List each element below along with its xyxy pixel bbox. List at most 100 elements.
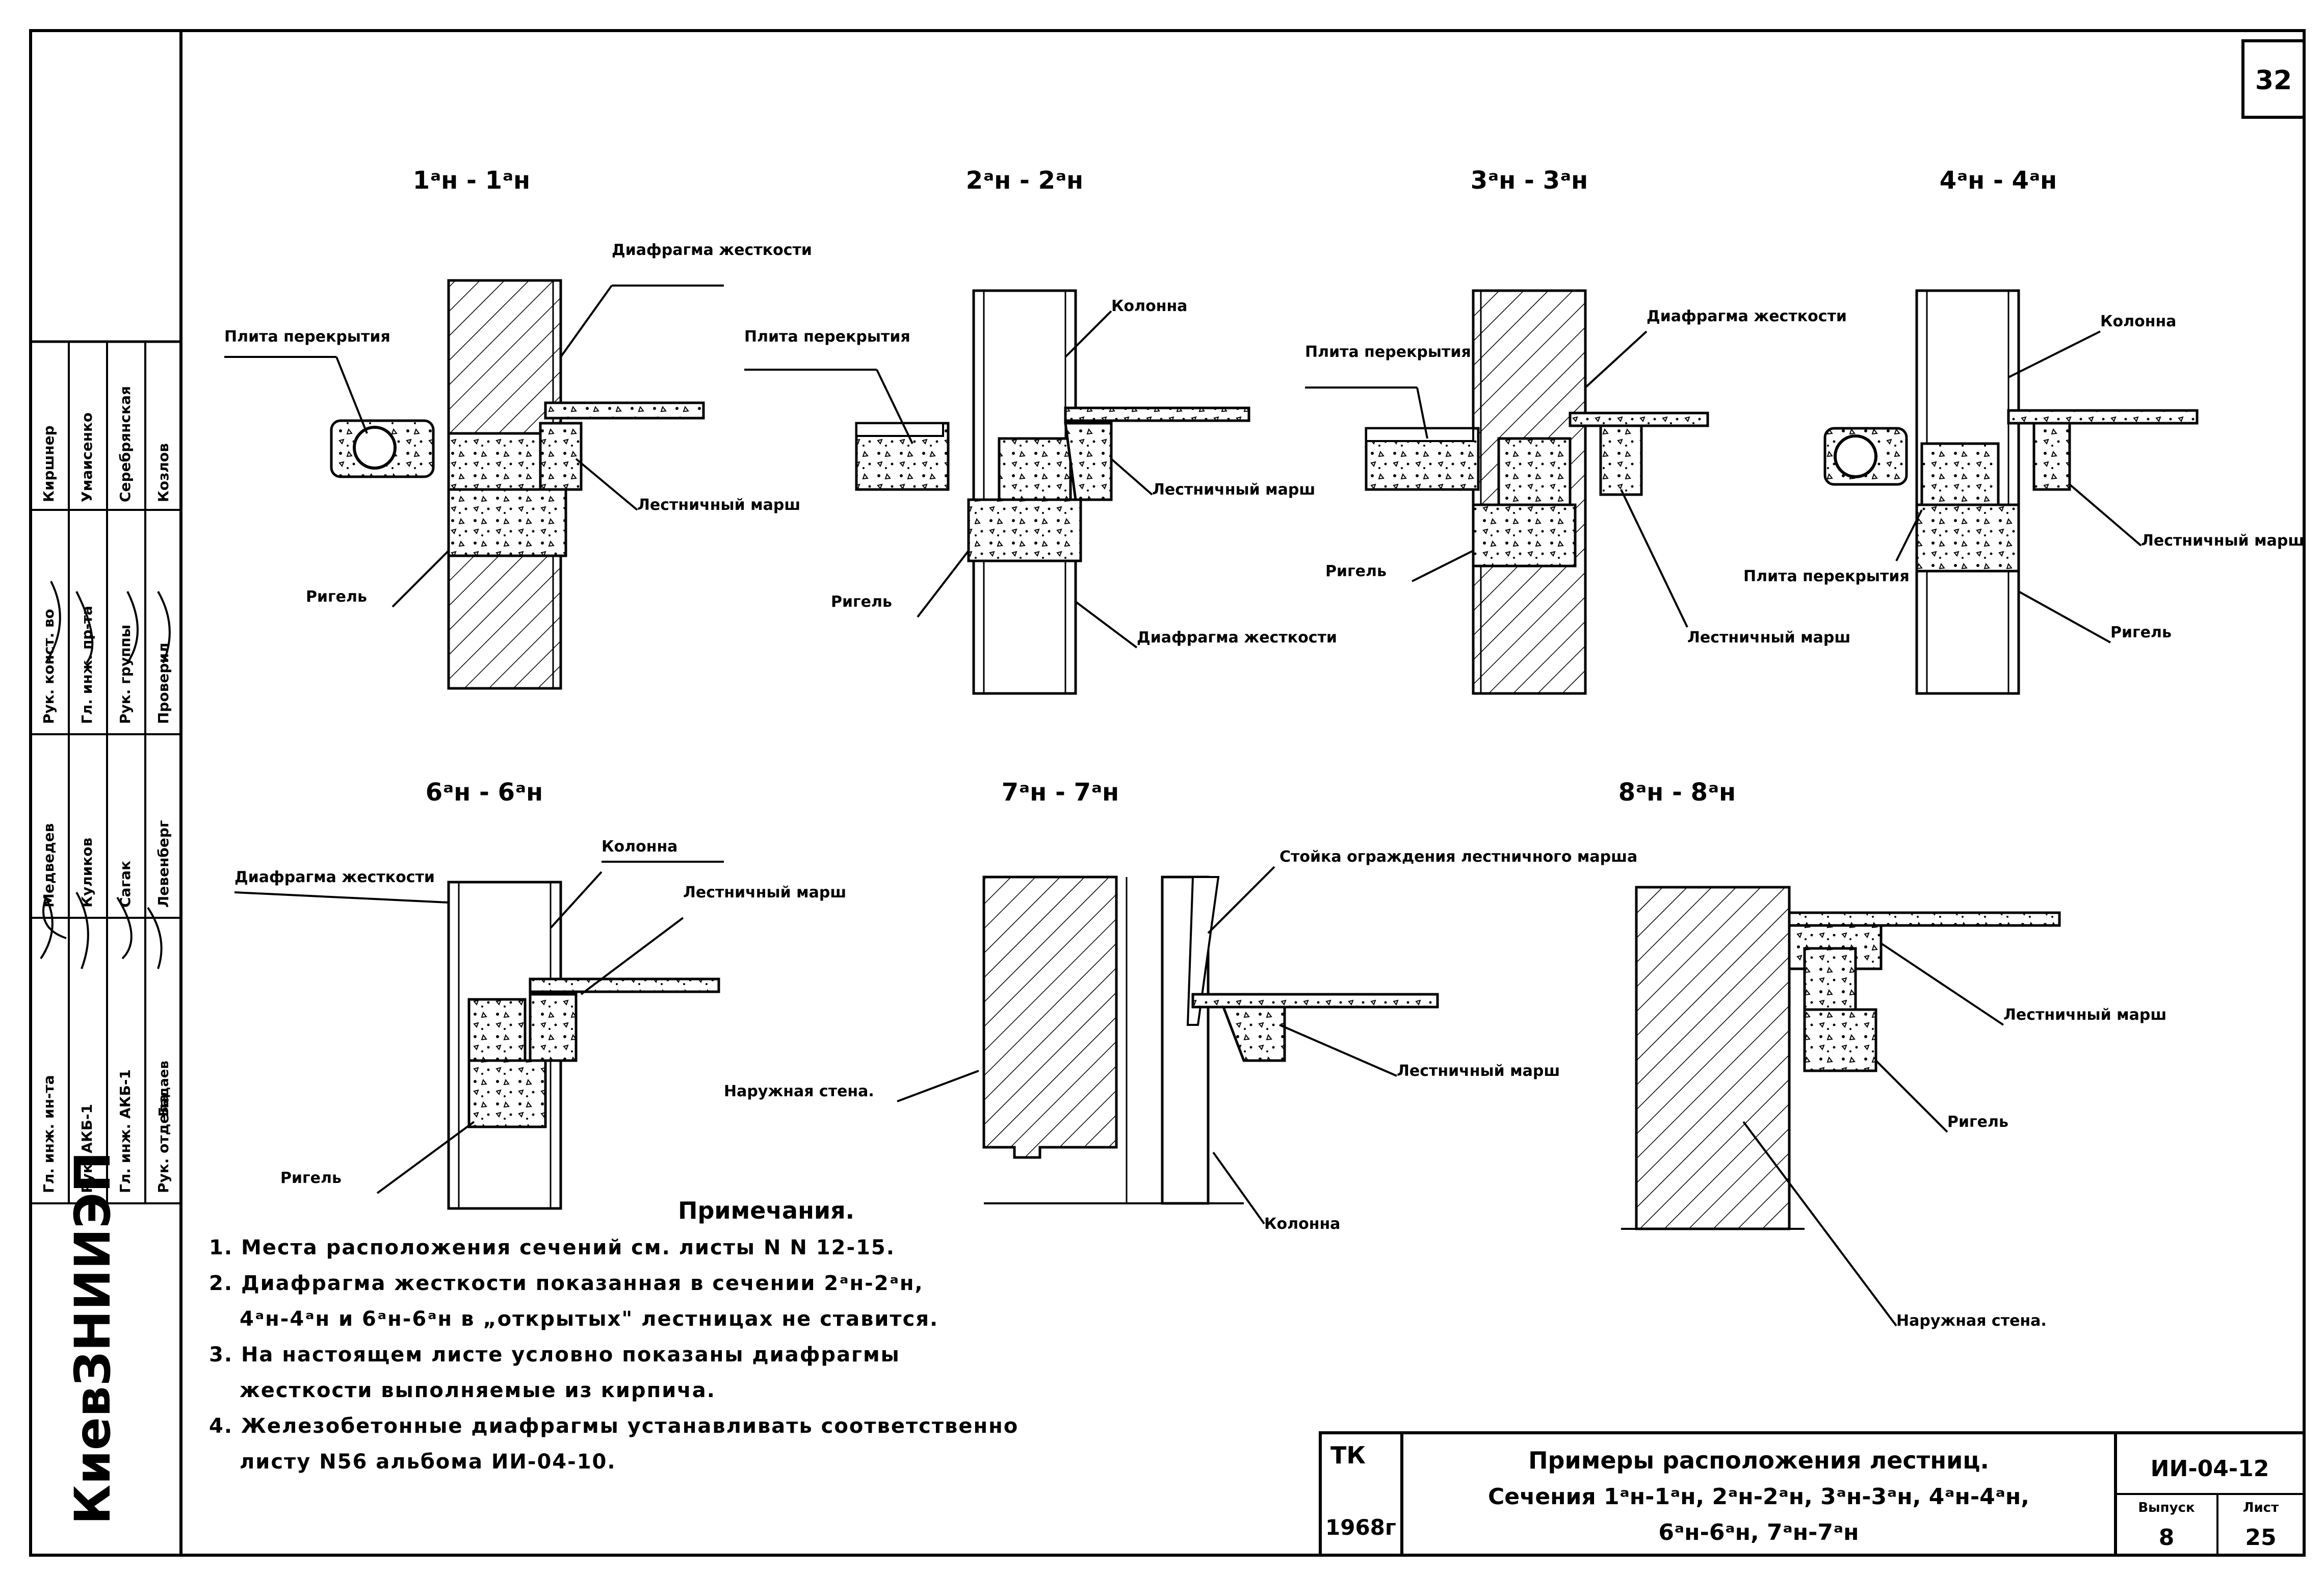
sheet-number-box: 32: [2241, 39, 2306, 119]
section-6-label-flight: Лестничный марш: [683, 884, 846, 901]
section-7-flight: [1221, 1006, 1286, 1062]
section-1-label-beam: Ригель: [306, 588, 367, 606]
section-1-title: 1ᵃн - 1ᵃн: [413, 166, 530, 195]
section-8: 8ᵃн - 8ᵃн Лестничный марш Ригель Наружна…: [1618, 778, 2166, 1330]
stamp-name-2: Куликов: [79, 838, 95, 908]
section-8-label-outer-wall: Наружная стена.: [1896, 1312, 2047, 1330]
section-7-label-column: Колонна: [1264, 1215, 1340, 1233]
title-sheet-label: Лист: [2243, 1500, 2279, 1515]
section-4-title: 4ᵃн - 4ᵃн: [1940, 166, 2057, 195]
stamp-role-9: Проверил: [155, 642, 172, 724]
section-4-label-beam: Ригель: [2110, 624, 2172, 641]
section-3-beam: [1472, 503, 1577, 568]
title-block: ТК 1968г Примеры расположения лестниц. С…: [1319, 1431, 2306, 1557]
stamp-name-6: Киршнер: [40, 425, 57, 502]
section-7-title: 7ᵃн - 7ᵃн: [1002, 778, 1119, 807]
section-2-flight: [1064, 422, 1113, 501]
section-1-label-slab: Плита перекрытия: [224, 328, 390, 346]
side-stamp: Гл. инж. ин-та Рук. АКБ-1 Гл. инж. АКБ-1…: [29, 340, 182, 1557]
section-6-label-beam: Ригель: [280, 1169, 342, 1187]
stamp-role-7: Гл. инж. пр-та: [79, 606, 95, 724]
section-3-label-diaphragm: Диафрагма жесткости: [1647, 307, 1847, 325]
section-3-label-slab: Плита перекрытия: [1305, 343, 1471, 361]
section-8-title: 8ᵃн - 8ᵃн: [1618, 778, 1736, 807]
note-line-7: листу N56 альбома ИИ-04-10.: [240, 1450, 616, 1474]
section-1-label-flight: Лестничный марш: [637, 496, 800, 514]
stamp-role-1: Гл. инж. ин-та: [40, 1075, 57, 1193]
section-2-title: 2ᵃн - 2ᵃн: [966, 166, 1083, 195]
section-6-label-column: Колонна: [602, 838, 677, 856]
section-4-label-flight: Лестничный марш: [2141, 532, 2304, 550]
section-6-title: 6ᵃн - 6ᵃн: [426, 778, 543, 807]
section-8-outer-wall: [1635, 886, 1791, 1230]
section-6-beam-top: [467, 998, 527, 1062]
section-4-beam-top: [1920, 442, 2000, 506]
section-3-flight: [1599, 424, 1643, 496]
section-3-label-beam: Ригель: [1325, 562, 1387, 580]
section-7-label-flight: Лестничный марш: [1397, 1062, 1560, 1080]
title-issue-value: 8: [2159, 1525, 2175, 1551]
section-3: 3ᵃн - 3ᵃн Диафрагма жесткости Плита пере…: [1305, 166, 1850, 695]
section-6-beam: [467, 1059, 547, 1128]
section-2-beam-top: [998, 437, 1072, 501]
section-6-flight: [529, 993, 578, 1062]
stamp-name-8: Серебрянская: [117, 386, 134, 502]
section-2: 2ᵃн - 2ᵃн Колонна Плита перекрытия Лестн…: [744, 166, 1337, 695]
section-7-outer-wall: [982, 875, 1118, 1159]
stamp-role-4: Рук. отдела: [155, 1094, 172, 1193]
section-8-label-flight: Лестничный марш: [2003, 1006, 2166, 1024]
section-7-label-outer-wall: Наружная стена.: [724, 1083, 874, 1100]
note-line-1: 1. Места расположения сечений см. листы …: [209, 1236, 895, 1259]
section-1-flight: [539, 422, 583, 491]
title-line-1: Примеры расположения лестниц.: [1528, 1447, 1989, 1474]
section-8-beam-top: [1803, 947, 1857, 1011]
title-issue-label: Выпуск: [2138, 1500, 2195, 1515]
title-year: 1968г: [1325, 1515, 1396, 1540]
title-org-code: ТК: [1330, 1441, 1366, 1469]
stamp-role-3: Гл. инж. АКБ-1: [117, 1069, 134, 1193]
note-line-6: 4. Железобетонные диафрагмы устанавливат…: [209, 1414, 1019, 1438]
title-line-2: Сечения 1ᵃн-1ᵃн, 2ᵃн-2ᵃн, 3ᵃн-3ᵃн, 4ᵃн-4…: [1488, 1484, 2029, 1510]
note-line-5: жесткости выполняемые из кирпича.: [240, 1379, 716, 1402]
stamp-org: КиевЗНИИЭП: [64, 1151, 121, 1525]
notes-block: Примечания. 1. Места расположения сечени…: [209, 1197, 1019, 1474]
section-2-label-flight: Лестничный марш: [1152, 481, 1315, 499]
sheet-number: 32: [2255, 65, 2292, 96]
section-8-beam: [1803, 1008, 1877, 1072]
note-line-3: 4ᵃн-4ᵃн и 6ᵃн-6ᵃн в „открытых" лестницах…: [240, 1307, 938, 1331]
section-7-label-rail-post: Стойка ограждения лестничного марша: [1279, 848, 1637, 866]
title-series: ИИ-04-12: [2151, 1456, 2269, 1482]
section-2-label-beam: Ригель: [831, 593, 892, 611]
stamp-role-8: Рук. группы: [117, 625, 134, 724]
section-4-label-column: Колонна: [2100, 313, 2176, 330]
section-2-beam: [967, 498, 1082, 562]
section-3-beam-top: [1497, 437, 1572, 506]
section-7: 7ᵃн - 7ᵃн Стойка ограждения лестничного …: [724, 778, 1637, 1233]
note-line-2: 2. Диафрагма жесткости показанная в сече…: [209, 1272, 924, 1295]
section-8-label-beam: Ригель: [1947, 1113, 2008, 1131]
signature-marks: [40, 581, 171, 969]
stamp-name-1: Медведев: [40, 823, 57, 908]
section-2-label-diaphragm: Диафрагма жесткости: [1137, 629, 1337, 647]
stamp-name-5: Бадаев: [156, 1061, 172, 1117]
stamp-role-6: Рук. конст. во: [40, 609, 57, 724]
section-4-beam: [1915, 503, 2020, 573]
note-line-4: 3. На настоящем листе условно показаны д…: [209, 1343, 900, 1367]
section-4-label-slab: Плита перекрытия: [1743, 568, 1910, 585]
section-1: 1ᵃн - 1ᵃн Диафрагма жесткости Плита пере…: [224, 166, 812, 690]
section-3-title: 3ᵃн - 3ᵃн: [1471, 166, 1588, 195]
section-6-label-diaphragm: Диафрагма жесткости: [234, 868, 435, 886]
section-3-label-flight: Лестничный марш: [1687, 629, 1850, 647]
section-2-label-column: Колонна: [1111, 297, 1187, 315]
title-sheet-value: 25: [2245, 1525, 2276, 1551]
section-4: 4ᵃн - 4ᵃн Колонна Лестничный марш Плита …: [1743, 166, 2304, 695]
notes-heading: Примечания.: [678, 1197, 854, 1224]
section-6: 6ᵃн - 6ᵃн Колонна Диафрагма жесткости Ле…: [234, 778, 846, 1210]
section-2-label-slab: Плита перекрытия: [744, 328, 910, 346]
title-line-3: 6ᵃн-6ᵃн, 7ᵃн-7ᵃн: [1658, 1519, 1859, 1545]
section-7-rail-post: [1186, 876, 1220, 1026]
section-4-flight: [2032, 422, 2071, 491]
section-1-beam: [447, 488, 567, 557]
section-1-label-diaphragm: Диафрагма жесткости: [612, 241, 812, 259]
